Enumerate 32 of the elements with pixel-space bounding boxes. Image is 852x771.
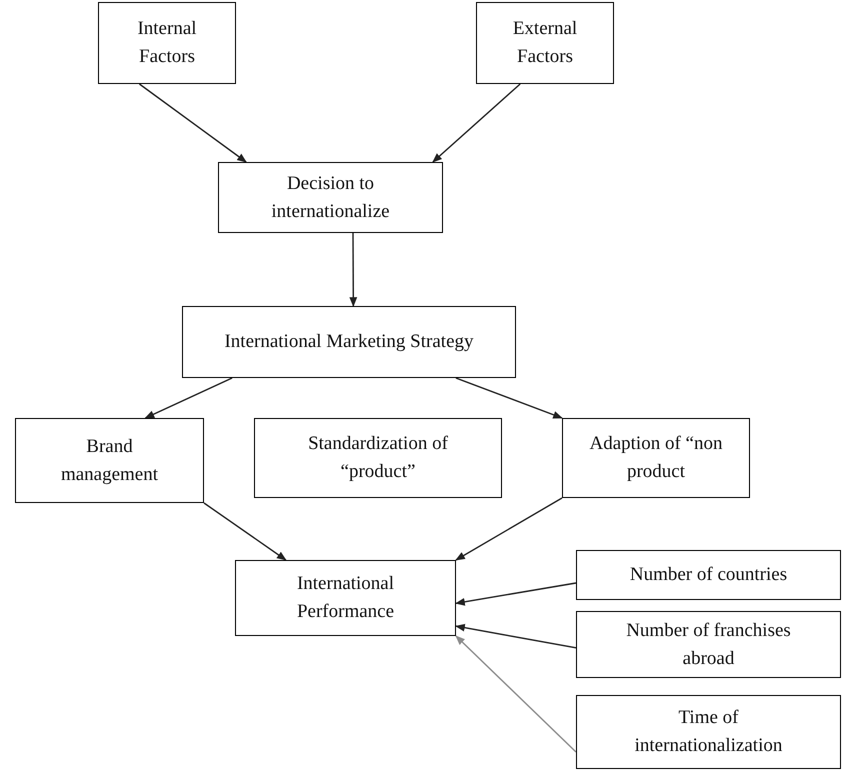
- box-label: International Marketing Strategy: [224, 330, 474, 354]
- process-box: [576, 695, 841, 769]
- process-box: [98, 2, 236, 84]
- process-box: [254, 418, 502, 498]
- box-label: Standardization of “product”: [307, 432, 449, 484]
- arrow: [455, 497, 562, 561]
- arrow: [138, 83, 247, 163]
- process-box: [562, 418, 750, 498]
- process-box: [576, 611, 841, 678]
- box-label: International Performance: [296, 572, 396, 624]
- arrow: [455, 582, 576, 606]
- arrow: [455, 635, 576, 752]
- process-box: [576, 550, 841, 600]
- box-label: External Factors: [512, 17, 578, 69]
- arrow: [144, 377, 232, 419]
- box-label: Time of internationalization: [634, 706, 784, 758]
- box-label: Number of franchises abroad: [625, 618, 792, 670]
- process-box: [218, 162, 443, 233]
- arrow: [204, 502, 287, 561]
- arrow: [456, 377, 563, 419]
- box-label: Number of countries: [630, 563, 788, 588]
- arrow: [455, 624, 576, 649]
- process-box: [182, 306, 516, 378]
- arrow: [432, 83, 521, 163]
- box-label: Brand management: [60, 434, 160, 486]
- box-label: Internal Factors: [136, 17, 198, 69]
- box-label: Decision to internationalize: [270, 172, 391, 224]
- box-label: Adaption of “non product: [588, 432, 724, 484]
- process-box: [476, 2, 614, 84]
- process-box: [15, 418, 204, 503]
- arrow: [349, 233, 358, 307]
- process-box: [235, 560, 456, 636]
